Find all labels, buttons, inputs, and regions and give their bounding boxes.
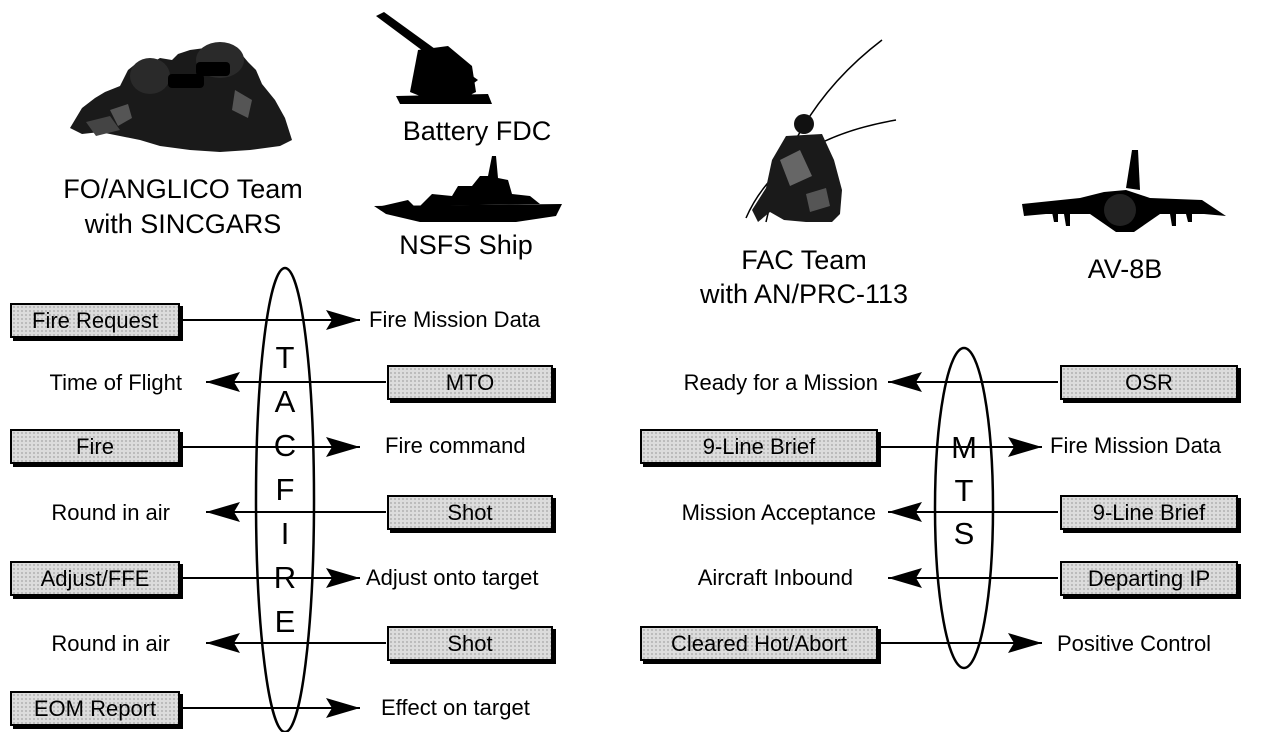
mts-arrow-right xyxy=(880,437,1042,457)
av8b-heading: AV-8B xyxy=(1087,254,1163,284)
mts-text-mission-acceptance: Mission Acceptance xyxy=(681,500,876,525)
tacfire-letter: E xyxy=(274,604,296,639)
arrow-group xyxy=(182,310,1058,718)
tacfire-oval xyxy=(254,266,316,732)
tacfire-arrow-right xyxy=(182,568,360,588)
mts-box-departing-ip: Departing IP xyxy=(1060,561,1238,596)
tacfire-box-shot: Shot xyxy=(387,495,553,530)
tacfire-box-fire: Fire xyxy=(10,429,180,464)
tacfire-letter: I xyxy=(280,516,290,551)
tacfire-box-adjust-ffe: Adjust/FFE xyxy=(10,561,180,596)
tacfire-text-adjust-onto-target: Adjust onto target xyxy=(366,565,539,590)
mts-box-9-line-brief: 9-Line Brief xyxy=(1060,495,1238,530)
fac-team-heading-line1: FAC Team xyxy=(741,245,867,275)
tacfire-arrow-right xyxy=(182,310,360,330)
tacfire-arrow-left xyxy=(206,372,386,392)
tacfire-arrow-right xyxy=(182,437,360,457)
mts-text-ready-for-a-mission: Ready for a Mission xyxy=(683,370,878,395)
harrier-jet-icon xyxy=(1022,150,1226,232)
tacfire-letter: A xyxy=(274,384,296,419)
binoculars-soldiers-icon xyxy=(70,42,292,152)
tacfire-text-fire-mission-data: Fire Mission Data xyxy=(369,307,541,332)
fo-team-heading-line1: FO/ANGLICO Team xyxy=(63,174,303,204)
howitzer-icon xyxy=(376,12,492,104)
mts-letter: M xyxy=(951,430,977,465)
tacfire-letter: C xyxy=(273,428,297,463)
fo-team-heading-line2: with SINCGARS xyxy=(84,209,282,239)
tacfire-box-shot: Shot xyxy=(387,626,553,661)
mts-arrow-left xyxy=(888,502,1058,522)
tacfire-box-eom-report: EOM Report xyxy=(10,691,180,726)
tacfire-text-effect-on-target: Effect on target xyxy=(381,695,530,720)
fac-team-heading-line2: with AN/PRC-113 xyxy=(699,279,909,309)
mts-text-positive-control: Positive Control xyxy=(1057,631,1212,656)
tacfire-box-fire-request: Fire Request xyxy=(10,303,180,338)
mts-arrow-left xyxy=(888,568,1058,588)
mts-arrow-right xyxy=(880,633,1042,653)
tacfire-text-time-of-flight: Time of Flight xyxy=(49,370,182,395)
mts-oval xyxy=(933,346,995,670)
tacfire-arrow-right xyxy=(182,698,360,718)
mts-letter: S xyxy=(953,516,975,551)
mts-letter: T xyxy=(954,473,974,508)
tacfire-text-round-in-air: Round in air xyxy=(51,631,170,656)
tacfire-letter: R xyxy=(273,560,297,595)
mts-arrow-left xyxy=(888,372,1058,392)
mts-box-9-line-brief: 9-Line Brief xyxy=(640,429,878,464)
tacfire-arrow-left xyxy=(206,633,386,653)
mts-text-fire-mission-data: Fire Mission Data xyxy=(1050,433,1222,458)
tacfire-text-fire-command: Fire command xyxy=(385,433,526,458)
warship-icon xyxy=(374,156,562,222)
battery-fdc-heading: Battery FDC xyxy=(402,116,552,146)
tacfire-text-round-in-air: Round in air xyxy=(51,500,170,525)
nsfs-ship-heading: NSFS Ship xyxy=(399,230,533,260)
fac-soldier-antenna-icon xyxy=(745,39,897,223)
tacfire-box-mto: MTO xyxy=(387,365,553,400)
tacfire-letter: F xyxy=(275,472,295,507)
tacfire-arrow-left xyxy=(206,502,386,522)
mts-box-osr: OSR xyxy=(1060,365,1238,400)
tacfire-letter: T xyxy=(275,340,295,375)
mts-box-cleared-hot-abort: Cleared Hot/Abort xyxy=(640,626,878,661)
mts-text-aircraft-inbound: Aircraft Inbound xyxy=(697,565,853,590)
